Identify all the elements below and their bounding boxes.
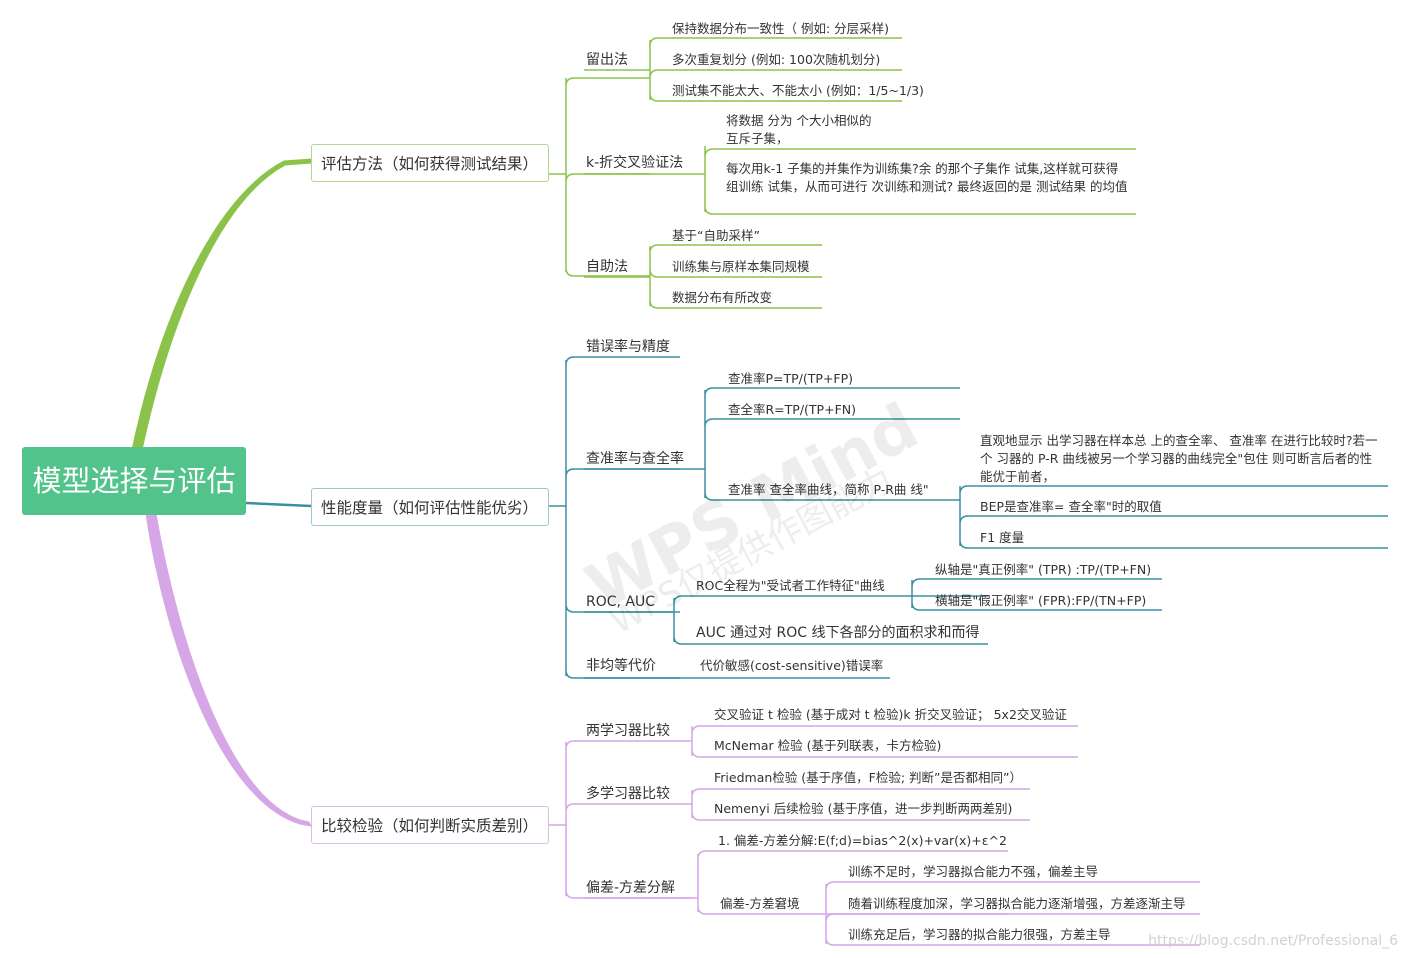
topic-holdout[interactable]: 留出法 [586, 52, 628, 68]
leaf-holdout-repeat[interactable]: 多次重复划分 (例如: 100次随机划分) [672, 52, 881, 67]
leaf-nemenyi[interactable]: Nemenyi 后续检验 (基于序值，进一步判断两两差别) [714, 801, 1013, 816]
source-url: https://blog.csdn.net/Professional_6 [1148, 933, 1398, 949]
topic-error-accuracy[interactable]: 错误率与精度 [586, 339, 670, 355]
topic-bias-variance[interactable]: 偏差-方差分解 [586, 880, 676, 896]
leaf-auc[interactable]: AUC 通过对 ROC 线下各部分的面积求和而得 [696, 625, 980, 641]
leaf-f1[interactable]: F1 度量 [980, 530, 1025, 545]
category-performance-measures[interactable]: 性能度量（如何评估性能优劣） [311, 488, 549, 526]
topic-two-learners[interactable]: 两学习器比较 [586, 723, 670, 739]
leaf-precision-formula[interactable]: 查准率P=TP/(TP+FP) [728, 371, 854, 386]
leaf-roc-y-axis[interactable]: 纵轴是"真正例率" (TPR) :TP/(TP+FN) [935, 562, 1152, 577]
topic-unequal-cost[interactable]: 非均等代价 [586, 658, 656, 674]
leaf-holdout-testsize[interactable]: 测试集不能太大、不能太小 (例如：1/5~1/3) [672, 83, 924, 98]
trunk-eval [565, 77, 650, 277]
branch-root-performance [245, 501, 312, 508]
topic-bias-variance-dilemma[interactable]: 偏差-方差窘境 [720, 896, 800, 911]
topic-roc-definition[interactable]: ROC全程为"受试者工作特征"曲线 [696, 578, 885, 593]
leaf-mcnemar[interactable]: McNemar 检验 (基于列联表，卡方检验) [714, 738, 942, 753]
leaf-bootstrap-scale[interactable]: 训练集与原样本集同规模 [672, 259, 810, 274]
leaf-underfit[interactable]: 训练不足时，学习器拟合能力不强，偏差主导 [848, 864, 1099, 879]
topic-bootstrap[interactable]: 自助法 [586, 259, 628, 275]
trunk-compare [565, 740, 692, 899]
root-topic[interactable]: 模型选择与评估 [22, 447, 246, 515]
leaf-holdout-stratified[interactable]: 保持数据分布一致性（ 例如: 分层采样) [672, 21, 890, 36]
leaf-cv-t-test[interactable]: 交叉验证 t 检验 (基于成对 t 检验)k 折交叉验证； 5x2交叉验证 [714, 707, 1067, 722]
trunk-perf [565, 356, 680, 679]
leaf-friedman[interactable]: Friedman检验 (基于序值，F检验; 判断”是否都相同”） [714, 770, 1022, 785]
category-comparison-tests[interactable]: 比较检验（如何判断实质差别） [311, 806, 549, 844]
leaf-bias-variance-formula[interactable]: 1. 偏差-方差分解:E(f;d)=bias^2(x)+var(x)+ε^2 [718, 833, 1007, 848]
leaf-pr-curve-explain[interactable]: 直观地显示 出学习器在样本总 上的查全率、 查准率 在进行比较时?若一个 习器的… [980, 433, 1378, 484]
leaf-cost-sensitive[interactable]: 代价敏感(cost-sensitive)错误率 [700, 658, 884, 673]
topic-precision-recall[interactable]: 查准率与查全率 [586, 451, 684, 467]
leaf-bootstrap-distribution[interactable]: 数据分布有所改变 [672, 290, 773, 305]
leaf-recall-formula[interactable]: 查全率R=TP/(TP+FN) [728, 402, 856, 417]
topic-multi-learners[interactable]: 多学习器比较 [586, 786, 670, 802]
leaf-training-deepens[interactable]: 随着训练程度加深，学习器拟合能力逐渐增强，方差逐渐主导 [848, 896, 1186, 911]
leaf-kfold-split[interactable]: 将数据 分为 个大小相似的 互斥子集， [726, 113, 872, 146]
topic-kfold[interactable]: k-折交叉验证法 [586, 155, 684, 171]
topic-roc-auc[interactable]: ROC, AUC [586, 594, 656, 610]
branch-root-evaluation [131, 158, 312, 451]
leaf-roc-x-axis[interactable]: 横轴是"假正例率" (FPR):FP/(TN+FP) [935, 593, 1147, 608]
category-evaluation-methods[interactable]: 评估方法（如何获得测试结果） [311, 144, 549, 182]
topic-pr-curve[interactable]: 查准率 查全率曲线，简称 P-R曲 线" [728, 482, 929, 497]
trunk-pr-curve [959, 485, 1388, 549]
leaf-overfit[interactable]: 训练充足后，学习器的拟合能力很强，方差主导 [848, 927, 1111, 942]
leaf-kfold-procedure[interactable]: 每次用k-1 子集的并集作为训练集?余 的那个子集作 试集,这样就可获得 组训练… [726, 161, 1128, 194]
branch-root-comparison [145, 513, 312, 827]
leaf-bootstrap-sampling[interactable]: 基于“自助采样” [672, 228, 760, 243]
leaf-bep[interactable]: BEP是查准率= 查全率"时的取值 [980, 499, 1162, 514]
